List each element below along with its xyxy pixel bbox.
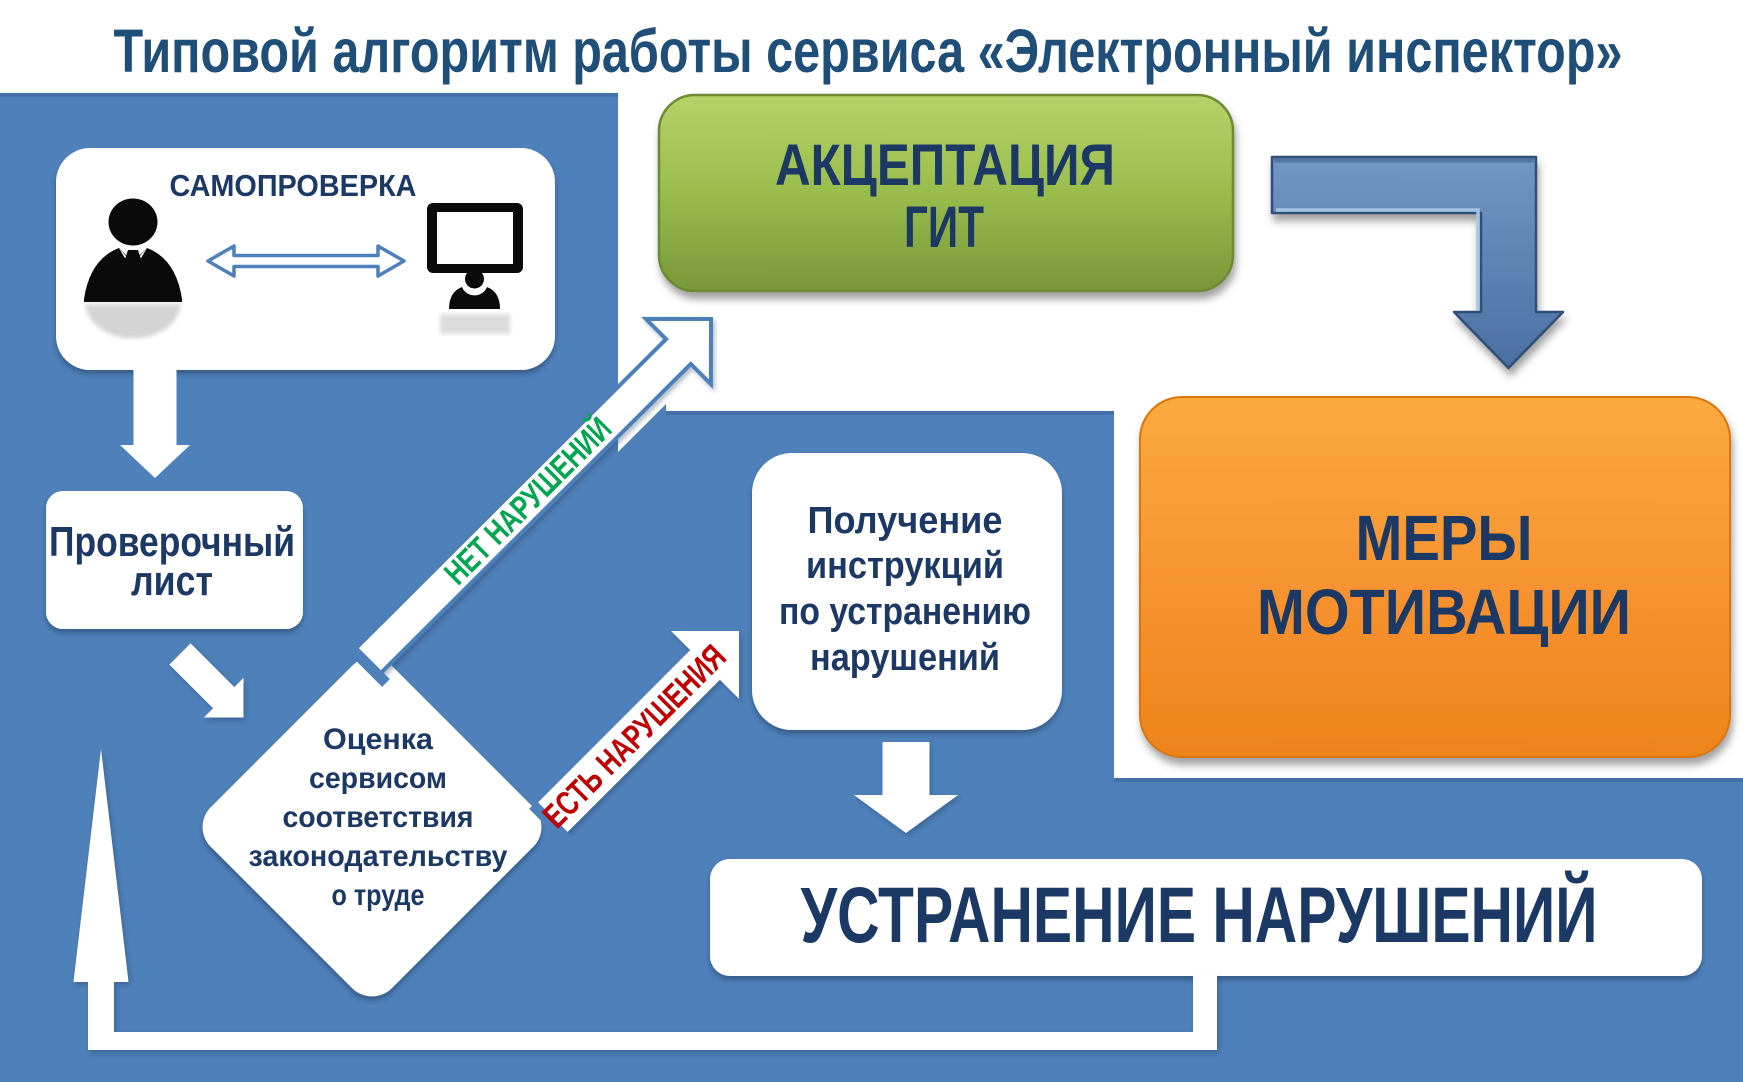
svg-text:АКЦЕПТАЦИЯ: АКЦЕПТАЦИЯ bbox=[775, 133, 1115, 198]
svg-text:сервисом: сервисом bbox=[309, 762, 447, 795]
svg-text:САМОПРОВЕРКА: САМОПРОВЕРКА bbox=[170, 169, 417, 203]
svg-text:инструкций: инструкций bbox=[806, 545, 1004, 587]
svg-text:МЕРЫ: МЕРЫ bbox=[1356, 502, 1533, 574]
svg-text:УСТРАНЕНИЕ НАРУШЕНИЙ: УСТРАНЕНИЕ НАРУШЕНИЙ bbox=[801, 869, 1598, 959]
svg-text:по устранению: по устранению bbox=[779, 591, 1031, 633]
svg-text:ГИТ: ГИТ bbox=[904, 195, 984, 260]
svg-text:Получение: Получение bbox=[808, 500, 1003, 542]
svg-text:о труде: о труде bbox=[332, 879, 425, 912]
svg-text:Оценка: Оценка bbox=[323, 723, 433, 756]
svg-text:нарушений: нарушений bbox=[810, 637, 1000, 679]
svg-text:Проверочный: Проверочный bbox=[49, 518, 295, 565]
svg-text:Типовой алгоритм работы сервис: Типовой алгоритм работы сервиса «Электро… bbox=[114, 17, 1623, 85]
svg-text:законодательству: законодательству bbox=[249, 840, 508, 873]
svg-text:МОТИВАЦИИ: МОТИВАЦИИ bbox=[1257, 576, 1631, 648]
svg-text:лист: лист bbox=[131, 557, 213, 604]
svg-text:соответствия: соответствия bbox=[283, 801, 474, 834]
